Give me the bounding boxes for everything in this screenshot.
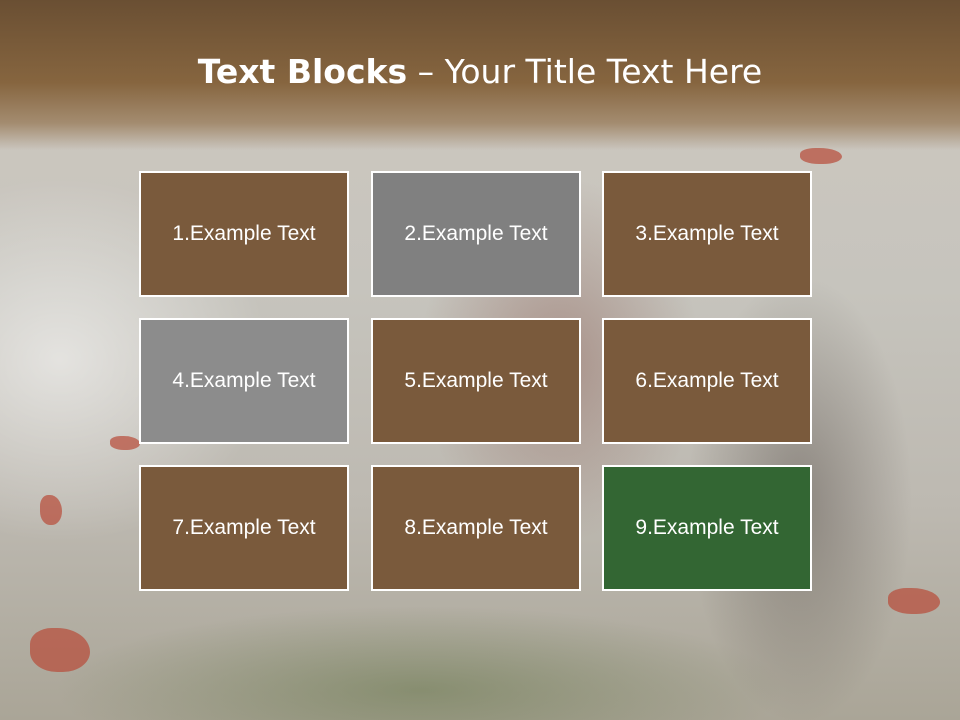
text-block-6: 6.Example Text — [602, 318, 812, 444]
leaf-decoration — [30, 628, 90, 672]
text-block-label: 4.Example Text — [172, 369, 316, 392]
text-block-3: 3.Example Text — [602, 171, 812, 297]
text-block-1: 1.Example Text — [139, 171, 349, 297]
text-block-label: 6.Example Text — [635, 369, 779, 392]
text-block-label: 2.Example Text — [404, 222, 548, 245]
leaf-decoration — [888, 588, 940, 614]
text-block-label: 9.Example Text — [635, 516, 779, 539]
text-block-label: 1.Example Text — [172, 222, 316, 245]
text-block-9: 9.Example Text — [602, 465, 812, 591]
leaf-decoration — [110, 436, 140, 450]
text-block-4: 4.Example Text — [139, 318, 349, 444]
title-banner — [0, 0, 960, 150]
text-block-label: 3.Example Text — [635, 222, 779, 245]
text-block-label: 7.Example Text — [172, 516, 316, 539]
slide-title: Text Blocks – Your Title Text Here — [0, 52, 960, 91]
text-block-label: 5.Example Text — [404, 369, 548, 392]
leaf-decoration — [40, 495, 62, 525]
text-block-5: 5.Example Text — [371, 318, 581, 444]
title-bold-part: Text Blocks — [197, 52, 408, 91]
leaf-decoration — [800, 148, 842, 164]
text-block-label: 8.Example Text — [404, 516, 548, 539]
text-block-7: 7.Example Text — [139, 465, 349, 591]
text-block-8: 8.Example Text — [371, 465, 581, 591]
title-regular-part: – Your Title Text Here — [407, 52, 763, 91]
text-block-2: 2.Example Text — [371, 171, 581, 297]
